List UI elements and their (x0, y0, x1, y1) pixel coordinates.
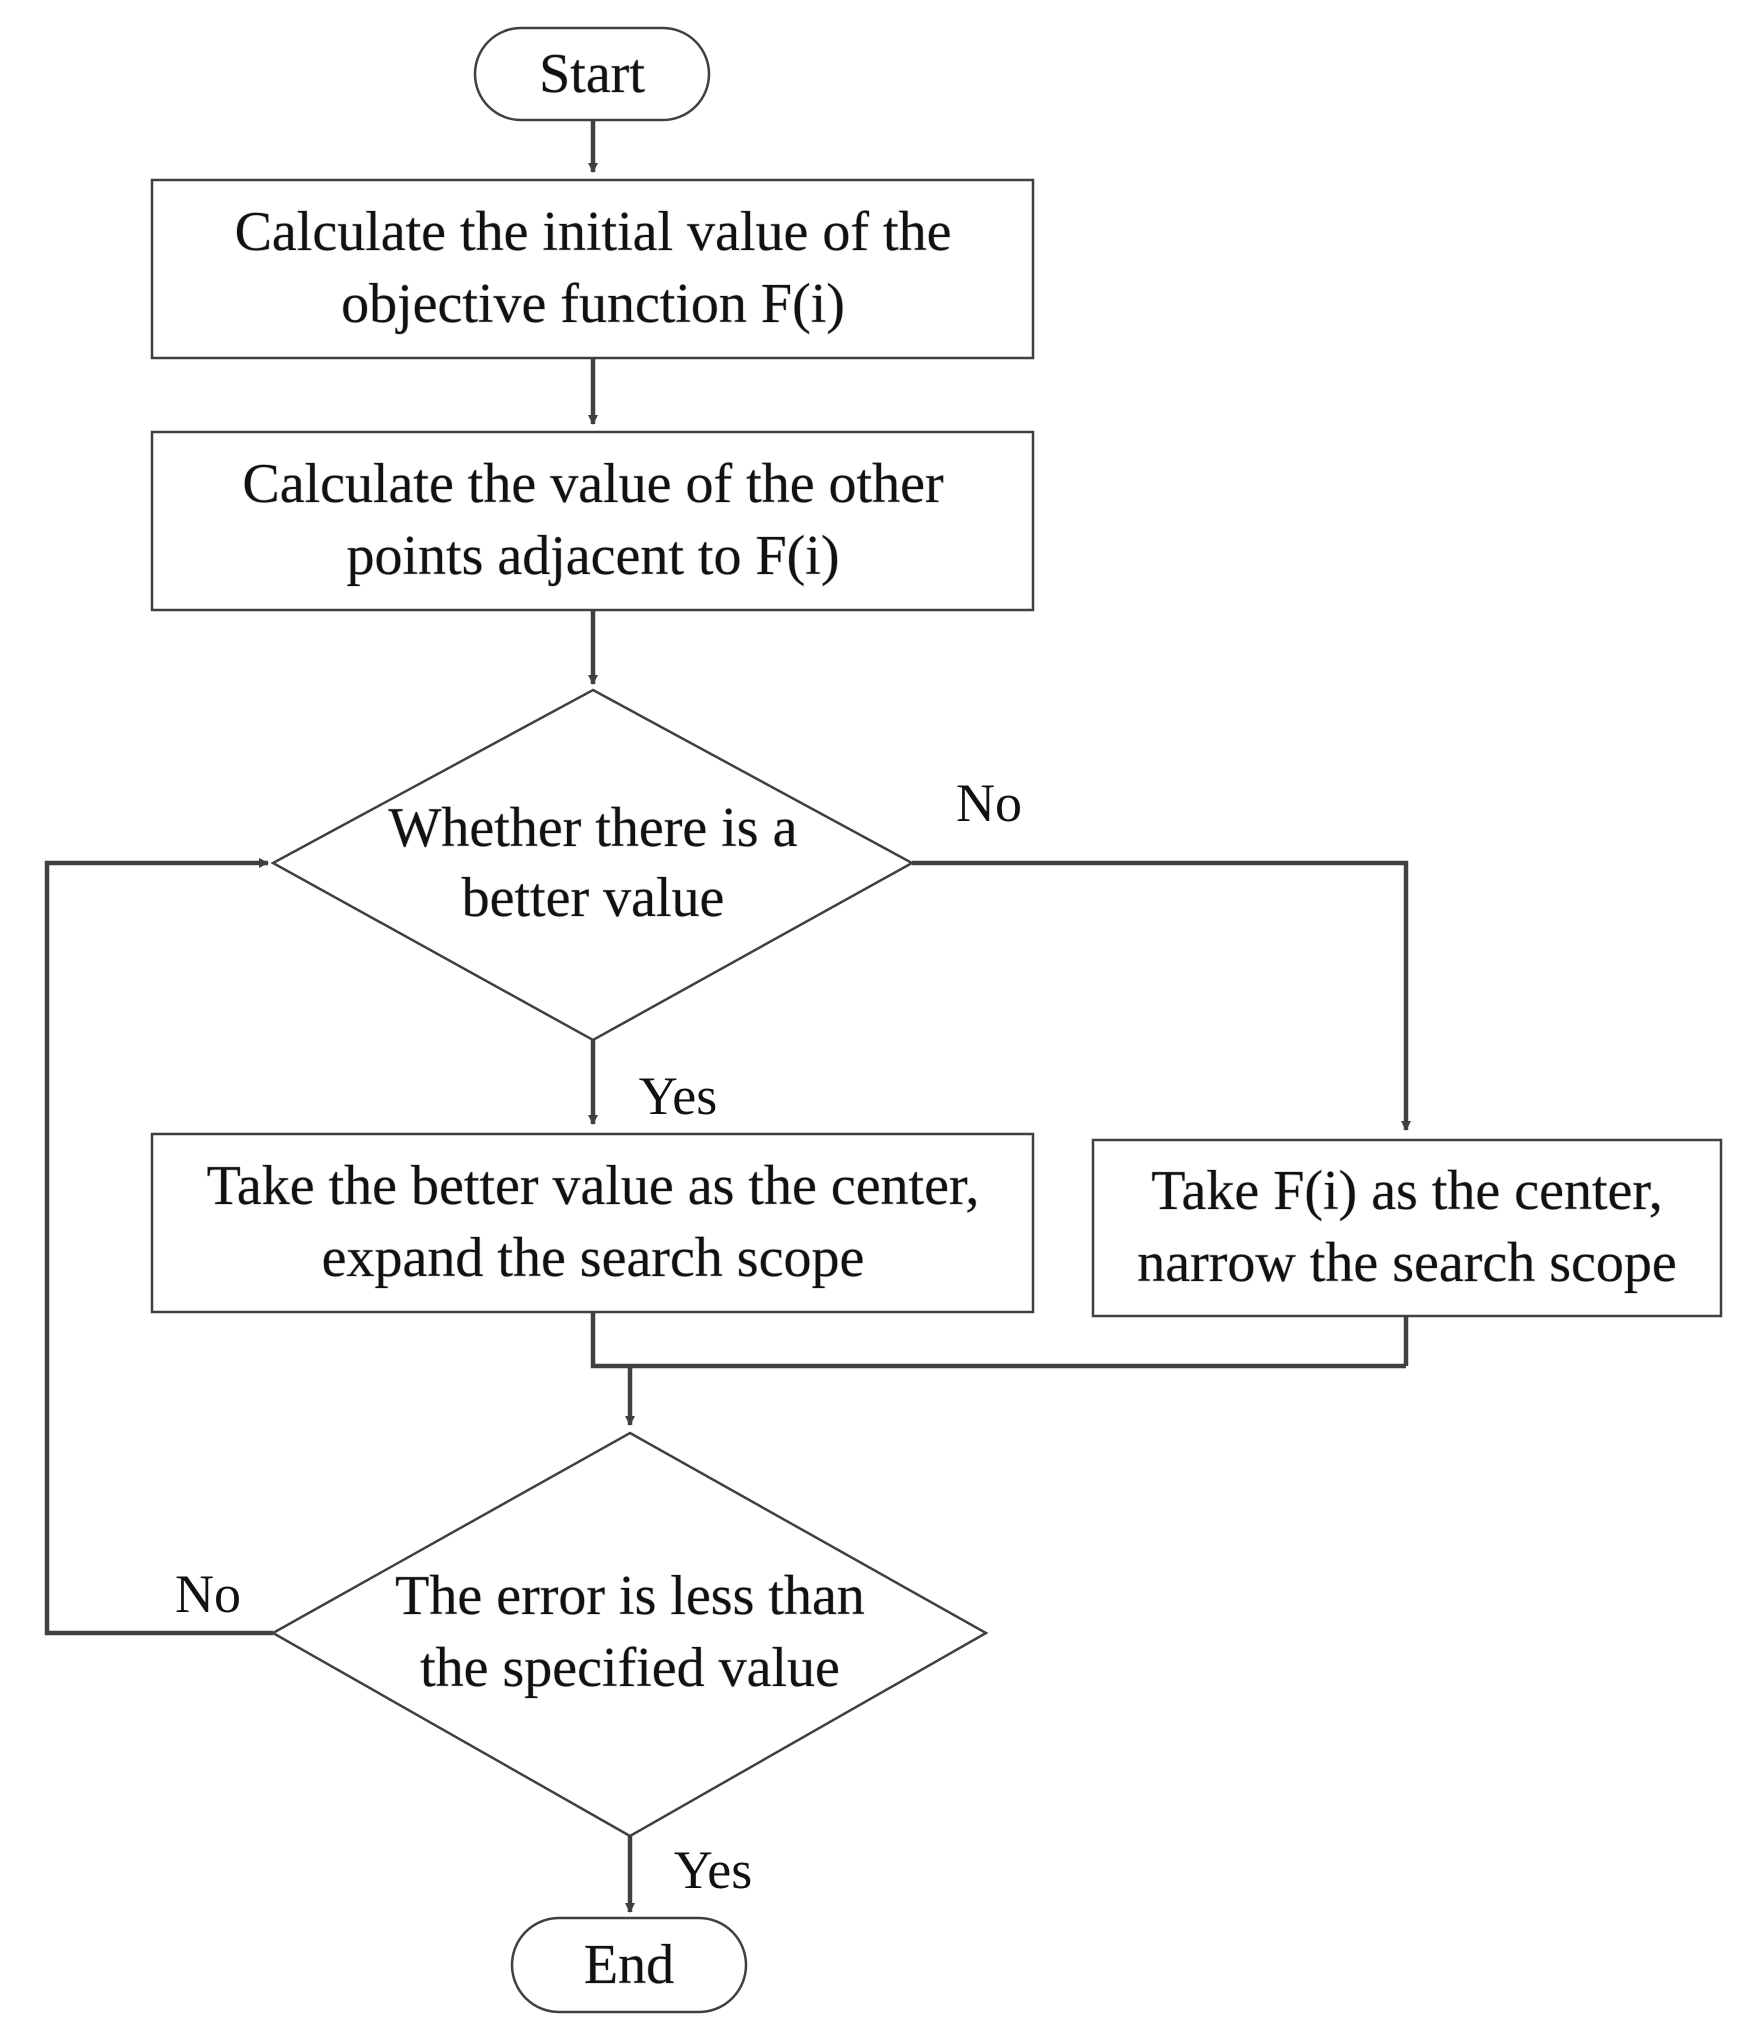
end-label: End (584, 1934, 674, 1996)
start-node: Start (473, 26, 711, 122)
adjacent-line-1: Calculate the value of the other (242, 453, 944, 515)
init-line-1: Calculate the initial value of the (235, 201, 952, 263)
better-line-2: better value (462, 867, 725, 929)
adjacent-process-box: Calculate the value of the other points … (150, 430, 1035, 612)
error-decision: The error is less than the specified val… (270, 1431, 989, 1838)
expand-line-1: Take the better value as the center, (207, 1155, 980, 1217)
error-line-1: The error is less than (395, 1565, 865, 1627)
adjacent-line-2: points adjacent to F(i) (346, 525, 839, 587)
error-line-2: the specified value (420, 1637, 840, 1699)
arrow-error-no-loop (44, 858, 273, 1636)
better-yes-label: Yes (639, 1066, 718, 1126)
end-node: End (510, 1916, 748, 2014)
connectors (44, 120, 1411, 1913)
narrow-process-box: Take F(i) as the center, narrow the sear… (1091, 1138, 1723, 1318)
arrow-decision-no-to-narrow (912, 860, 1411, 1131)
merge-expand-line (590, 1312, 1406, 1369)
error-no-label: No (175, 1564, 241, 1624)
better-line-1: Whether there is a (389, 797, 798, 859)
better-value-decision: Whether there is a better value (270, 688, 915, 1042)
narrow-line-1: Take F(i) as the center, (1151, 1160, 1663, 1222)
better-no-label: No (956, 773, 1022, 833)
error-yes-label: Yes (674, 1840, 753, 1900)
narrow-line-2: narrow the search scope (1137, 1232, 1677, 1294)
start-label: Start (539, 43, 645, 105)
init-line-2: objective function F(i) (341, 273, 845, 335)
expand-process-box: Take the better value as the center, exp… (150, 1132, 1035, 1314)
init-process-box: Calculate the initial value of the objec… (150, 178, 1035, 360)
expand-line-2: expand the search scope (322, 1227, 865, 1289)
